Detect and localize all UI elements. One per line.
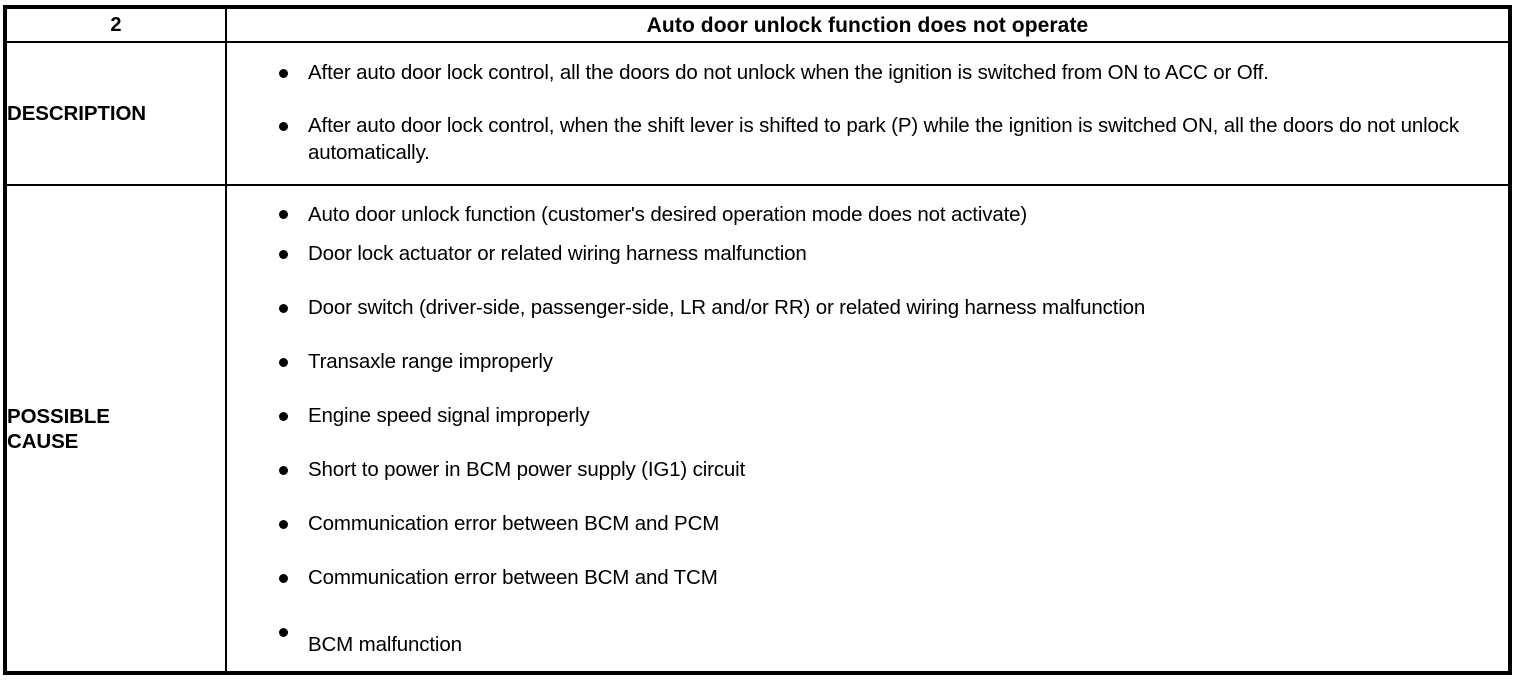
- list-item: BCM malfunction: [227, 618, 1508, 671]
- list-item: After auto door lock control, when the s…: [227, 86, 1508, 184]
- symptom-title-cell: Auto door unlock function does not opera…: [225, 6, 1511, 43]
- list-item: Door lock actuator or related wiring har…: [227, 240, 1508, 294]
- description-content-cell: After auto door lock control, all the do…: [225, 41, 1511, 186]
- table-header-row: 2 Auto door unlock function does not ope…: [4, 6, 1511, 43]
- possible-cause-bullet-list: Auto door unlock function (customer's de…: [227, 186, 1508, 671]
- description-row: DESCRIPTION After auto door lock control…: [4, 41, 1511, 186]
- possible-cause-label: POSSIBLE CAUSE: [4, 184, 227, 674]
- list-item: Auto door unlock function (customer's de…: [227, 186, 1508, 240]
- list-item: After auto door lock control, all the do…: [227, 43, 1508, 86]
- list-item: Door switch (driver-side, passenger-side…: [227, 294, 1508, 348]
- list-item: Communication error between BCM and PCM: [227, 510, 1508, 564]
- list-item: Engine speed signal improperly: [227, 402, 1508, 456]
- list-item: Communication error between BCM and TCM: [227, 564, 1508, 618]
- description-bullet-list: After auto door lock control, all the do…: [227, 43, 1508, 184]
- list-item: Short to power in BCM power supply (IG1)…: [227, 456, 1508, 510]
- diagnostic-trouble-table: 2 Auto door unlock function does not ope…: [3, 5, 1512, 675]
- possible-cause-row: POSSIBLE CAUSE Auto door unlock function…: [4, 184, 1511, 674]
- symptom-number-cell: 2: [4, 6, 227, 43]
- possible-cause-content-cell: Auto door unlock function (customer's de…: [225, 184, 1511, 674]
- list-item: Transaxle range improperly: [227, 348, 1508, 402]
- description-label: DESCRIPTION: [4, 41, 227, 186]
